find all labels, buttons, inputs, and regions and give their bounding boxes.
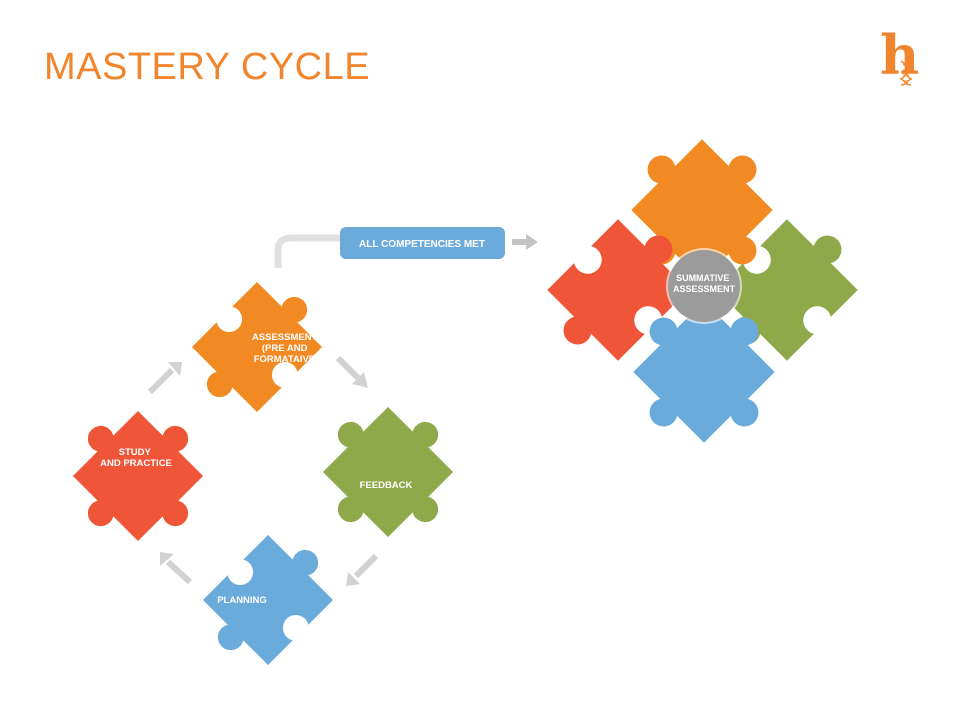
cycle-arrow-study-to-assessment bbox=[147, 362, 182, 395]
summative-circle bbox=[666, 248, 742, 324]
piece-feedback bbox=[295, 379, 481, 565]
connector-line bbox=[274, 234, 342, 268]
study-label: STUDY AND PRACTICE bbox=[100, 447, 172, 469]
dna-helix-icon bbox=[899, 60, 913, 86]
cycle-arrow-feedback-to-planning bbox=[346, 553, 379, 586]
banner-label: ALL COMPETENCIES MET bbox=[359, 239, 485, 250]
feedback-label: FEEDBACK bbox=[360, 480, 413, 491]
logo-letter: h bbox=[880, 23, 920, 87]
cycle-arrow-planning-to-study bbox=[160, 552, 193, 585]
planning-label: PLANNING bbox=[217, 595, 267, 606]
arrow-to-summative bbox=[512, 234, 538, 250]
summative-label: SUMMATIVE ASSESSMENT bbox=[673, 273, 736, 294]
piece-study bbox=[45, 383, 231, 569]
piece-assessment bbox=[178, 268, 336, 426]
piece-planning bbox=[189, 521, 347, 679]
page-title: MASTERY CYCLE bbox=[44, 46, 371, 88]
cycle-arrow-assessment-to-feedback bbox=[335, 355, 368, 388]
logo: h bbox=[880, 28, 930, 92]
all-competencies-banner: ALL COMPETENCIES MET bbox=[340, 227, 505, 259]
assessment-label: ASSESSMENT (PRE AND FORMATAIVE) bbox=[252, 332, 320, 365]
